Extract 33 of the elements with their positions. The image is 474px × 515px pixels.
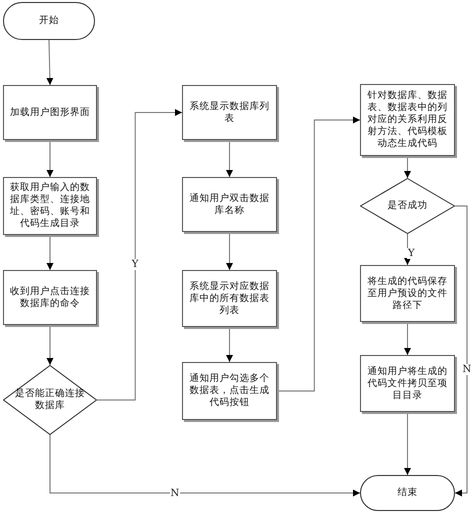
arrow (46, 140, 54, 178)
arrow (454, 206, 468, 496)
arrow (404, 412, 411, 476)
arrow (46, 234, 54, 270)
arrow (226, 232, 233, 270)
edge-label: N (462, 364, 472, 375)
arrow (404, 156, 411, 178)
arrow (96, 109, 182, 400)
process-box: 加载用户图形界面 (3, 85, 97, 140)
process-box: 系统显示数据库列表 (182, 85, 277, 140)
arrow (226, 140, 233, 178)
process-box: 通知用户双击数据库名称 (182, 177, 277, 232)
edge-label: N (170, 488, 180, 498)
process-box: 针对数据库、数据表、数据表中的列对应的关系利用反射方法、代码模板动态生成代码 (360, 84, 455, 156)
edge-label: Y (407, 248, 416, 259)
arrow (46, 324, 54, 366)
edge-label: Y (130, 258, 140, 270)
process-box: 系统显示对应数据库中的所有数据表列表 (182, 270, 277, 327)
process-box: 通知用户勾选多个数据表，点击生成代码按钮 (182, 362, 277, 420)
terminal-shape: 结束 (360, 475, 455, 511)
decision-diamond: 是否成功 (360, 178, 455, 234)
terminal-shape: 开始 (3, 2, 95, 40)
arrow (50, 434, 360, 496)
arrow (276, 116, 360, 392)
process-box: 通知用户将生成的代码文件拷贝至项目目录 (360, 355, 455, 412)
process-box: 将生成的代码保存至用户预设的文件路径下 (360, 265, 455, 322)
arrow (404, 322, 411, 356)
arrow (404, 234, 411, 266)
arrow (46, 40, 54, 86)
process-box: 获取用户输入的数据库类型、连接地址、密码、账号和代码生成目录 (3, 177, 97, 235)
process-box: 收到用户点击连接数据库的命令 (3, 270, 97, 325)
arrow (226, 326, 233, 362)
decision-diamond: 是否能正确连接数据库 (3, 365, 97, 435)
